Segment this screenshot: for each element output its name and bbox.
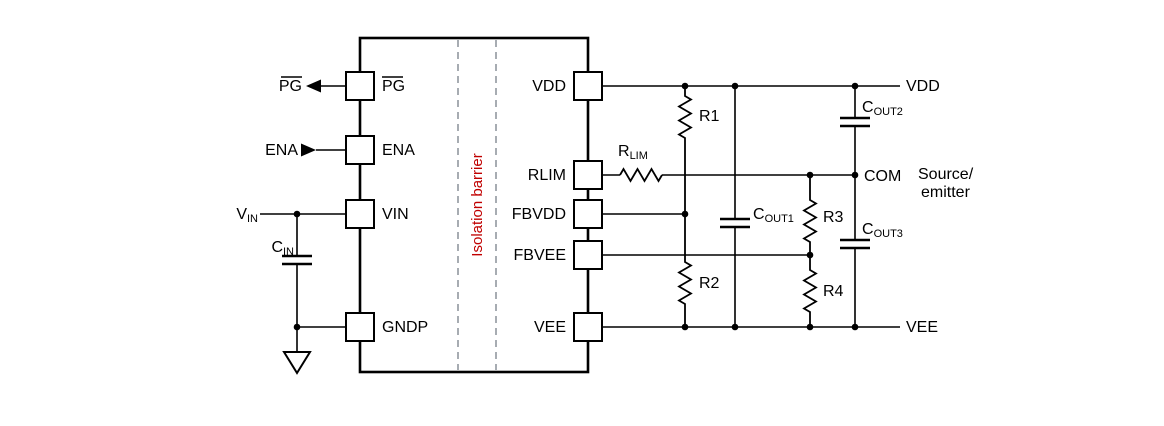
pin-label-vdd: VDD — [532, 78, 566, 95]
resistor-r1 — [677, 86, 693, 214]
junction-dot — [681, 210, 689, 218]
junction-dot — [851, 171, 859, 179]
isolation-barrier-label: Isolation barrier — [469, 153, 486, 256]
pin-box-vee — [573, 312, 603, 342]
pin-box-rlim — [573, 160, 603, 190]
resistor-rlim — [619, 167, 663, 183]
label-cin: CIN — [271, 239, 294, 258]
pin-label-fbvee: FBVEE — [514, 247, 566, 264]
junction-dot — [851, 323, 859, 331]
label-ena-signal: ENA — [265, 142, 298, 159]
capacitor-cout2-plates — [840, 116, 870, 128]
capacitor-cout2 — [840, 86, 870, 175]
junction-dot — [681, 82, 689, 90]
junction-dot — [806, 251, 814, 259]
label-r3: R3 — [823, 209, 844, 226]
label-r2: R2 — [699, 275, 720, 292]
pin-label-vee: VEE — [534, 319, 566, 336]
pin-box-gndp — [345, 312, 375, 342]
resistor-r3 — [802, 175, 818, 255]
pin-box-ena — [345, 135, 375, 165]
pin-label-gndp: GNDP — [382, 319, 428, 336]
capacitor-cout1 — [720, 86, 750, 327]
label-cout2: COUT2 — [862, 99, 903, 118]
label-r1: R1 — [699, 108, 720, 125]
pin-box-fbvdd — [573, 199, 603, 229]
capacitor-cin — [282, 214, 312, 327]
pin-box-vdd — [573, 71, 603, 101]
label-vdd-rail: VDD — [906, 78, 940, 95]
junction-dot — [681, 323, 689, 331]
pin-box-vin — [345, 199, 375, 229]
label-pg-signal: PG — [279, 78, 302, 95]
label-com: COM — [864, 168, 901, 185]
label-rlim: RLIM — [618, 143, 648, 162]
capacitor-cout1-plates — [720, 217, 750, 229]
resistor-r2 — [677, 214, 693, 327]
label-source-emitter-line1: Source/ — [918, 166, 974, 183]
label-source-emitter-line2: emitter — [921, 184, 971, 201]
label-cout1: COUT1 — [753, 206, 794, 225]
pin-label-pg: PG — [382, 78, 405, 95]
ground-symbol-icon — [282, 351, 312, 375]
junction-dot — [806, 171, 814, 179]
pin-label-vin: VIN — [382, 206, 409, 223]
junction-dot — [293, 323, 301, 331]
capacitor-cout3 — [840, 175, 870, 327]
label-vin: VIN — [236, 206, 258, 225]
junction-dot — [731, 323, 739, 331]
capacitor-cin-plates — [282, 254, 312, 266]
pin-label-ena: ENA — [382, 142, 415, 159]
label-vee-rail: VEE — [906, 319, 938, 336]
label-r4: R4 — [823, 283, 844, 300]
junction-dot — [851, 82, 859, 90]
ena-input-arrow-icon — [301, 143, 316, 157]
pin-label-fbvdd: FBVDD — [512, 206, 566, 223]
capacitor-cout3-plates — [840, 238, 870, 250]
junction-dot — [806, 323, 814, 331]
pin-box-fbvee — [573, 240, 603, 270]
pin-label-rlim: RLIM — [528, 167, 566, 184]
label-cout3: COUT3 — [862, 221, 903, 240]
junction-dot — [293, 210, 301, 218]
junction-dot — [731, 82, 739, 90]
pg-output-arrow-icon — [306, 79, 321, 93]
pin-box-pg — [345, 71, 375, 101]
resistor-r4 — [802, 255, 818, 327]
